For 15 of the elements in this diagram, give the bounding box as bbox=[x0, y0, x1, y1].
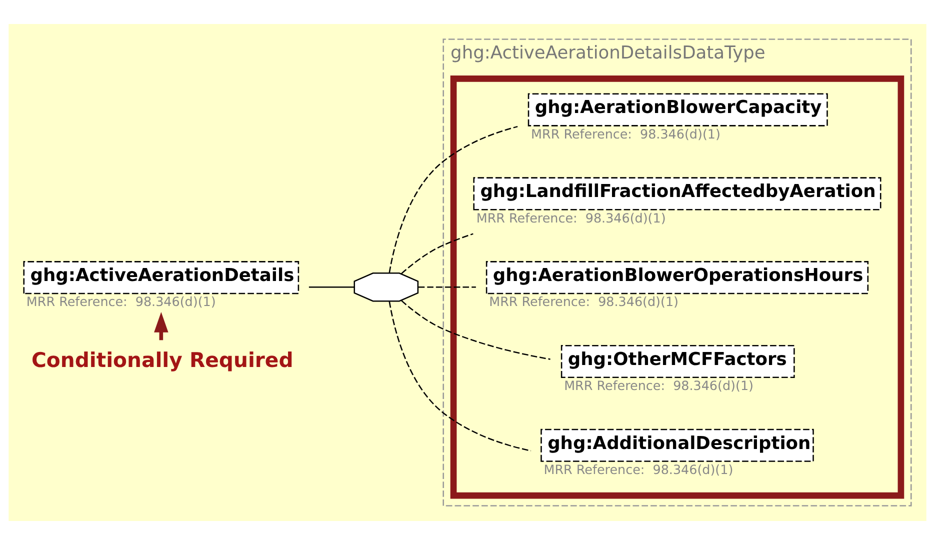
node-label: MRR Reference: 98.346(d)(1) bbox=[564, 378, 754, 394]
connector bbox=[308, 286, 354, 288]
connector bbox=[418, 286, 476, 288]
node-label: MRR Reference: 98.346(d)(1) bbox=[531, 126, 720, 142]
connector bbox=[401, 300, 550, 360]
connector bbox=[401, 233, 474, 274]
connector bbox=[388, 126, 518, 273]
node-label: MRR Reference: 98.346(d)(1) bbox=[476, 210, 666, 226]
node-label: MRR Reference: 98.346(d)(1) bbox=[489, 294, 679, 310]
connector bbox=[388, 301, 532, 452]
node-octagon bbox=[354, 272, 419, 302]
node-label: MRR Reference: 98.346(d)(1) bbox=[26, 294, 216, 310]
node-text: Conditionally Required bbox=[32, 348, 294, 372]
node-label: MRR Reference: 98.346(d)(1) bbox=[544, 462, 734, 477]
arrow bbox=[154, 312, 168, 340]
